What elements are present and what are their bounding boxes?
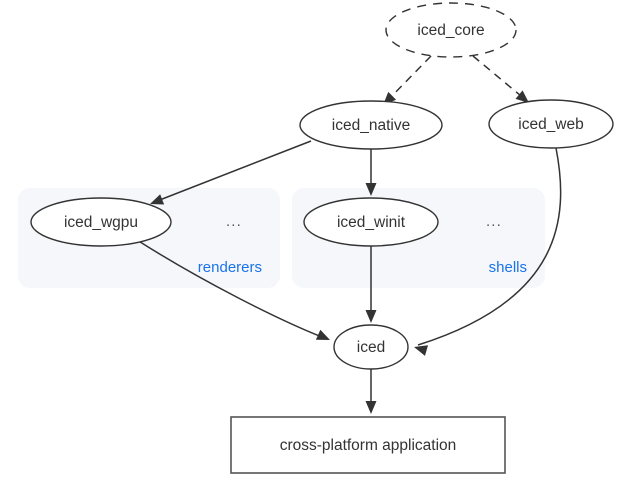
node-shape-iced_wgpu xyxy=(30,197,172,247)
node-iced[interactable]: iced xyxy=(333,324,409,370)
node-label-app: cross-platform application xyxy=(280,437,457,454)
node-label-iced_native: iced_native xyxy=(332,117,410,134)
node-label-iced_web: iced_web xyxy=(518,116,584,133)
cluster-label-shells: shells xyxy=(489,259,527,276)
edge-arrowhead-native-to-winit xyxy=(365,183,377,196)
node-iced_native[interactable]: iced_native xyxy=(299,100,443,150)
node-label-iced: iced xyxy=(357,339,385,356)
edge-wgpu-to-iced xyxy=(136,239,330,340)
node-iced_core[interactable]: iced_core xyxy=(385,2,517,58)
edge-line-native-to-wgpu xyxy=(151,140,312,204)
node-iced_winit[interactable]: iced_winit xyxy=(303,197,439,247)
edge-arrowhead-core-to-web xyxy=(515,90,529,103)
edge-line-wgpu-to-iced xyxy=(136,239,328,340)
cluster-ellipsis-renderers: ... xyxy=(226,213,242,230)
edge-web-to-iced xyxy=(414,147,562,356)
edge-core-to-web xyxy=(472,55,529,103)
edge-arrowhead-wgpu-to-iced xyxy=(315,329,330,340)
node-iced_web[interactable]: iced_web xyxy=(488,99,614,149)
node-shape-iced_native xyxy=(299,100,443,150)
edge-line-core-to-web xyxy=(472,55,528,102)
edge-arrowhead-web-to-iced xyxy=(414,345,429,356)
node-shape-iced_web xyxy=(488,99,614,149)
node-shape-app xyxy=(230,416,506,474)
edge-native-to-winit xyxy=(365,149,377,196)
node-shape-iced_core xyxy=(385,2,517,58)
node-shape-iced_winit xyxy=(303,197,439,247)
node-iced_wgpu[interactable]: iced_wgpu xyxy=(30,197,172,247)
node-app[interactable]: cross-platform application xyxy=(230,416,506,474)
edge-arrowhead-winit-to-iced xyxy=(365,310,377,323)
edge-line-web-to-iced xyxy=(417,147,562,346)
edge-iced-to-app xyxy=(365,369,377,414)
edge-arrowhead-native-to-wgpu xyxy=(150,194,165,205)
node-label-iced_core: iced_core xyxy=(417,22,484,39)
node-label-iced_wgpu: iced_wgpu xyxy=(64,214,138,231)
cluster-ellipsis-shells: ... xyxy=(486,213,502,230)
node-label-iced_winit: iced_winit xyxy=(337,214,406,231)
edge-arrowhead-iced-to-app xyxy=(365,401,377,414)
edge-layer xyxy=(136,55,562,414)
edge-winit-to-iced xyxy=(365,246,377,323)
cluster-label-renderers: renderers xyxy=(198,259,262,276)
edge-native-to-wgpu xyxy=(150,140,312,205)
node-shape-iced xyxy=(333,324,409,370)
edge-line-core-to-native xyxy=(384,55,432,104)
